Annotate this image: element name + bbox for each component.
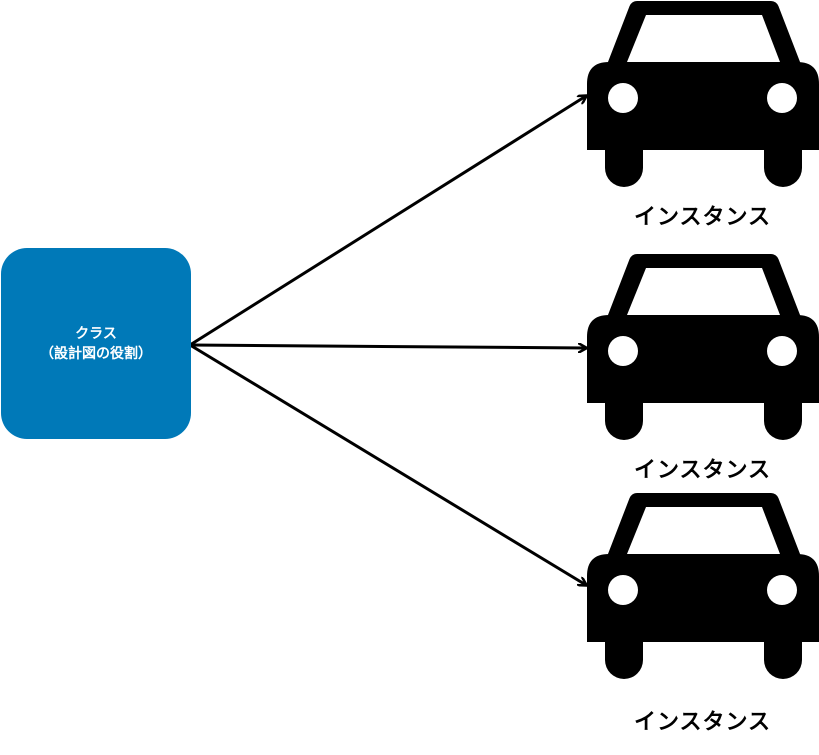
instance-label-2: インスタンス [633,458,772,483]
car-icon [587,493,819,679]
car-icon [587,1,819,187]
arrow-to-instance-2 [189,345,586,348]
class-subtitle: （設計図の役割） [40,345,152,362]
instance-label-1: インスタンス [633,205,772,230]
class-box: クラス （設計図の役割） [1,248,191,439]
car-icon [587,254,819,440]
arrow-to-instance-1 [189,96,586,347]
arrow-to-instance-3 [189,343,586,585]
instance-label-3: インスタンス [633,710,772,735]
class-title: クラス [75,325,117,342]
